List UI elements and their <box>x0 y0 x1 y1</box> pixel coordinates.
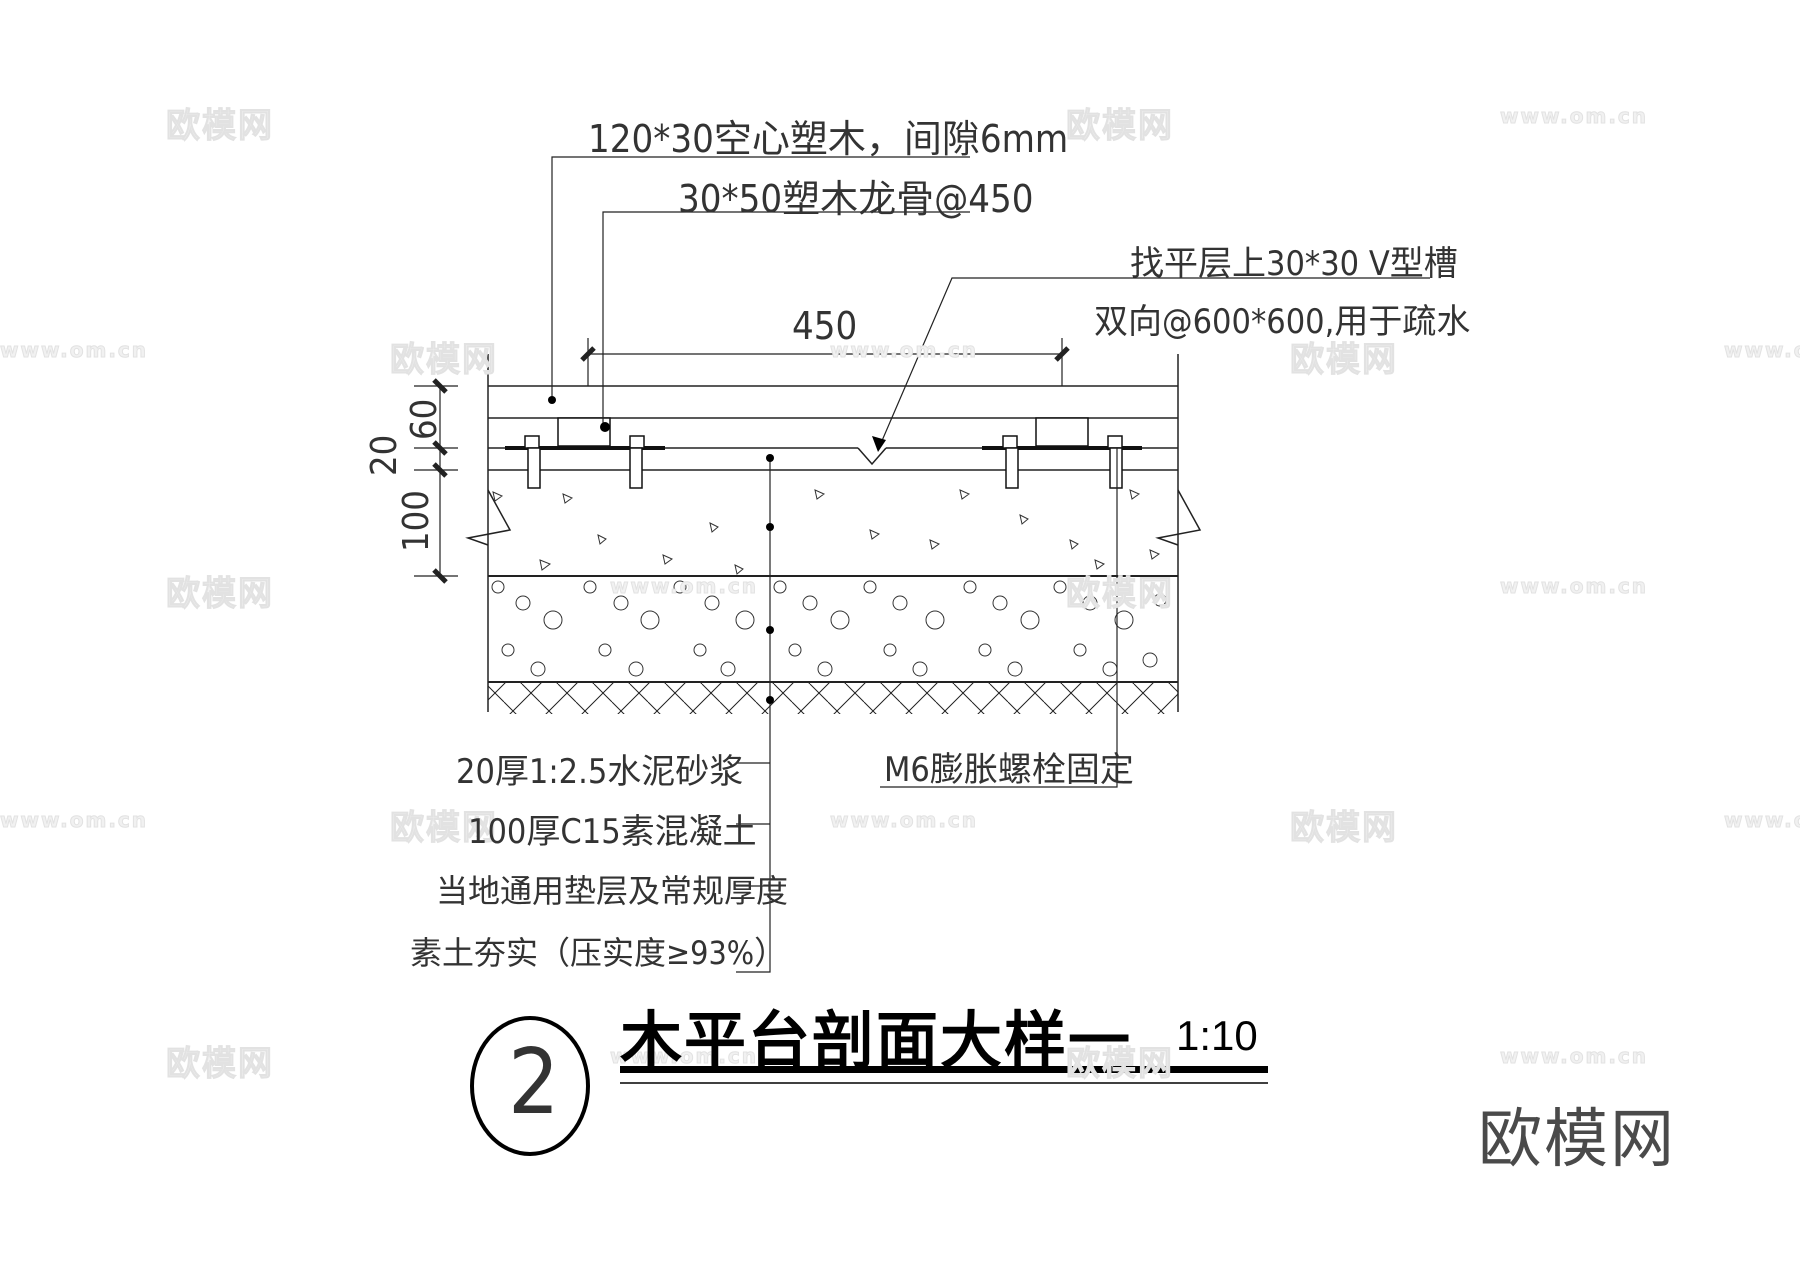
watermark-url: www.om.cn <box>609 1044 759 1069</box>
watermark-url: www.om.cn <box>829 338 979 363</box>
joist-and-anchors <box>505 417 1142 489</box>
title-underline <box>620 1066 1268 1084</box>
label-joist: 30*50塑木龙骨@450 <box>678 177 1034 221</box>
label-cushion: 当地通用垫层及常规厚度 <box>436 872 789 910</box>
watermark-url: www.om.cn <box>609 574 759 599</box>
label-v-groove: 找平层上30*30 V型槽 <box>1130 244 1458 284</box>
detail-number-circle <box>470 1016 590 1156</box>
dim-60: 60 <box>404 398 445 440</box>
drawing-scale: 1:10 <box>1176 1012 1258 1059</box>
brand-logo: 欧模网 <box>1478 1103 1676 1177</box>
layer-lines <box>465 354 1202 712</box>
watermark-brand: 欧模网 <box>390 808 498 849</box>
dimension-lines <box>414 338 1070 584</box>
label-mortar: 20厚1:2.5水泥砂浆 <box>456 752 744 792</box>
watermark-brand: 欧模网 <box>390 340 498 381</box>
watermark-brand: 欧模网 <box>1066 1044 1174 1085</box>
watermark-brand: 欧模网 <box>166 1044 274 1085</box>
watermark-url: www.om.cn <box>829 808 979 833</box>
watermark-brand: 欧模网 <box>166 106 274 147</box>
label-decking: 120*30空心塑木，间隙6mm <box>588 117 1069 161</box>
detail-number: 2 <box>508 1030 560 1135</box>
label-soil: 素土夯实（压实度≥93%） <box>410 934 787 972</box>
label-concrete: 100厚C15素混凝土 <box>468 812 757 852</box>
gravel-circles <box>491 580 1167 677</box>
leader-dots <box>548 396 886 704</box>
compacted-earth-hatch <box>488 682 1178 714</box>
watermark-url: www.om.cn <box>1499 1044 1649 1069</box>
watermark-url: www.om.cn <box>0 338 149 363</box>
watermark-brand: 欧模网 <box>1066 574 1174 615</box>
watermark-brand: 欧模网 <box>1066 106 1174 147</box>
concrete-aggregate <box>492 489 1161 575</box>
label-anchor-bolt: M6膨胀螺栓固定 <box>884 750 1134 790</box>
dim-spacing: 450 <box>792 304 858 348</box>
dim-100: 100 <box>396 490 437 552</box>
watermark-brand: 欧模网 <box>1290 808 1398 849</box>
watermark-url: www.om.cn <box>1723 338 1800 363</box>
dim-20: 20 <box>364 434 405 476</box>
watermark-url: www.om.cn <box>0 808 149 833</box>
watermark-url: www.om.cn <box>1499 574 1649 599</box>
watermark-brand: 欧模网 <box>166 574 274 615</box>
drawing-title: 木平台剖面大样一 <box>620 1004 1133 1077</box>
label-drainage: 双向@600*600,用于疏水 <box>1094 302 1471 342</box>
watermark-url: www.om.cn <box>1723 808 1800 833</box>
watermark-brand: 欧模网 <box>1290 340 1398 381</box>
watermark-url: www.om.cn <box>1499 104 1649 129</box>
